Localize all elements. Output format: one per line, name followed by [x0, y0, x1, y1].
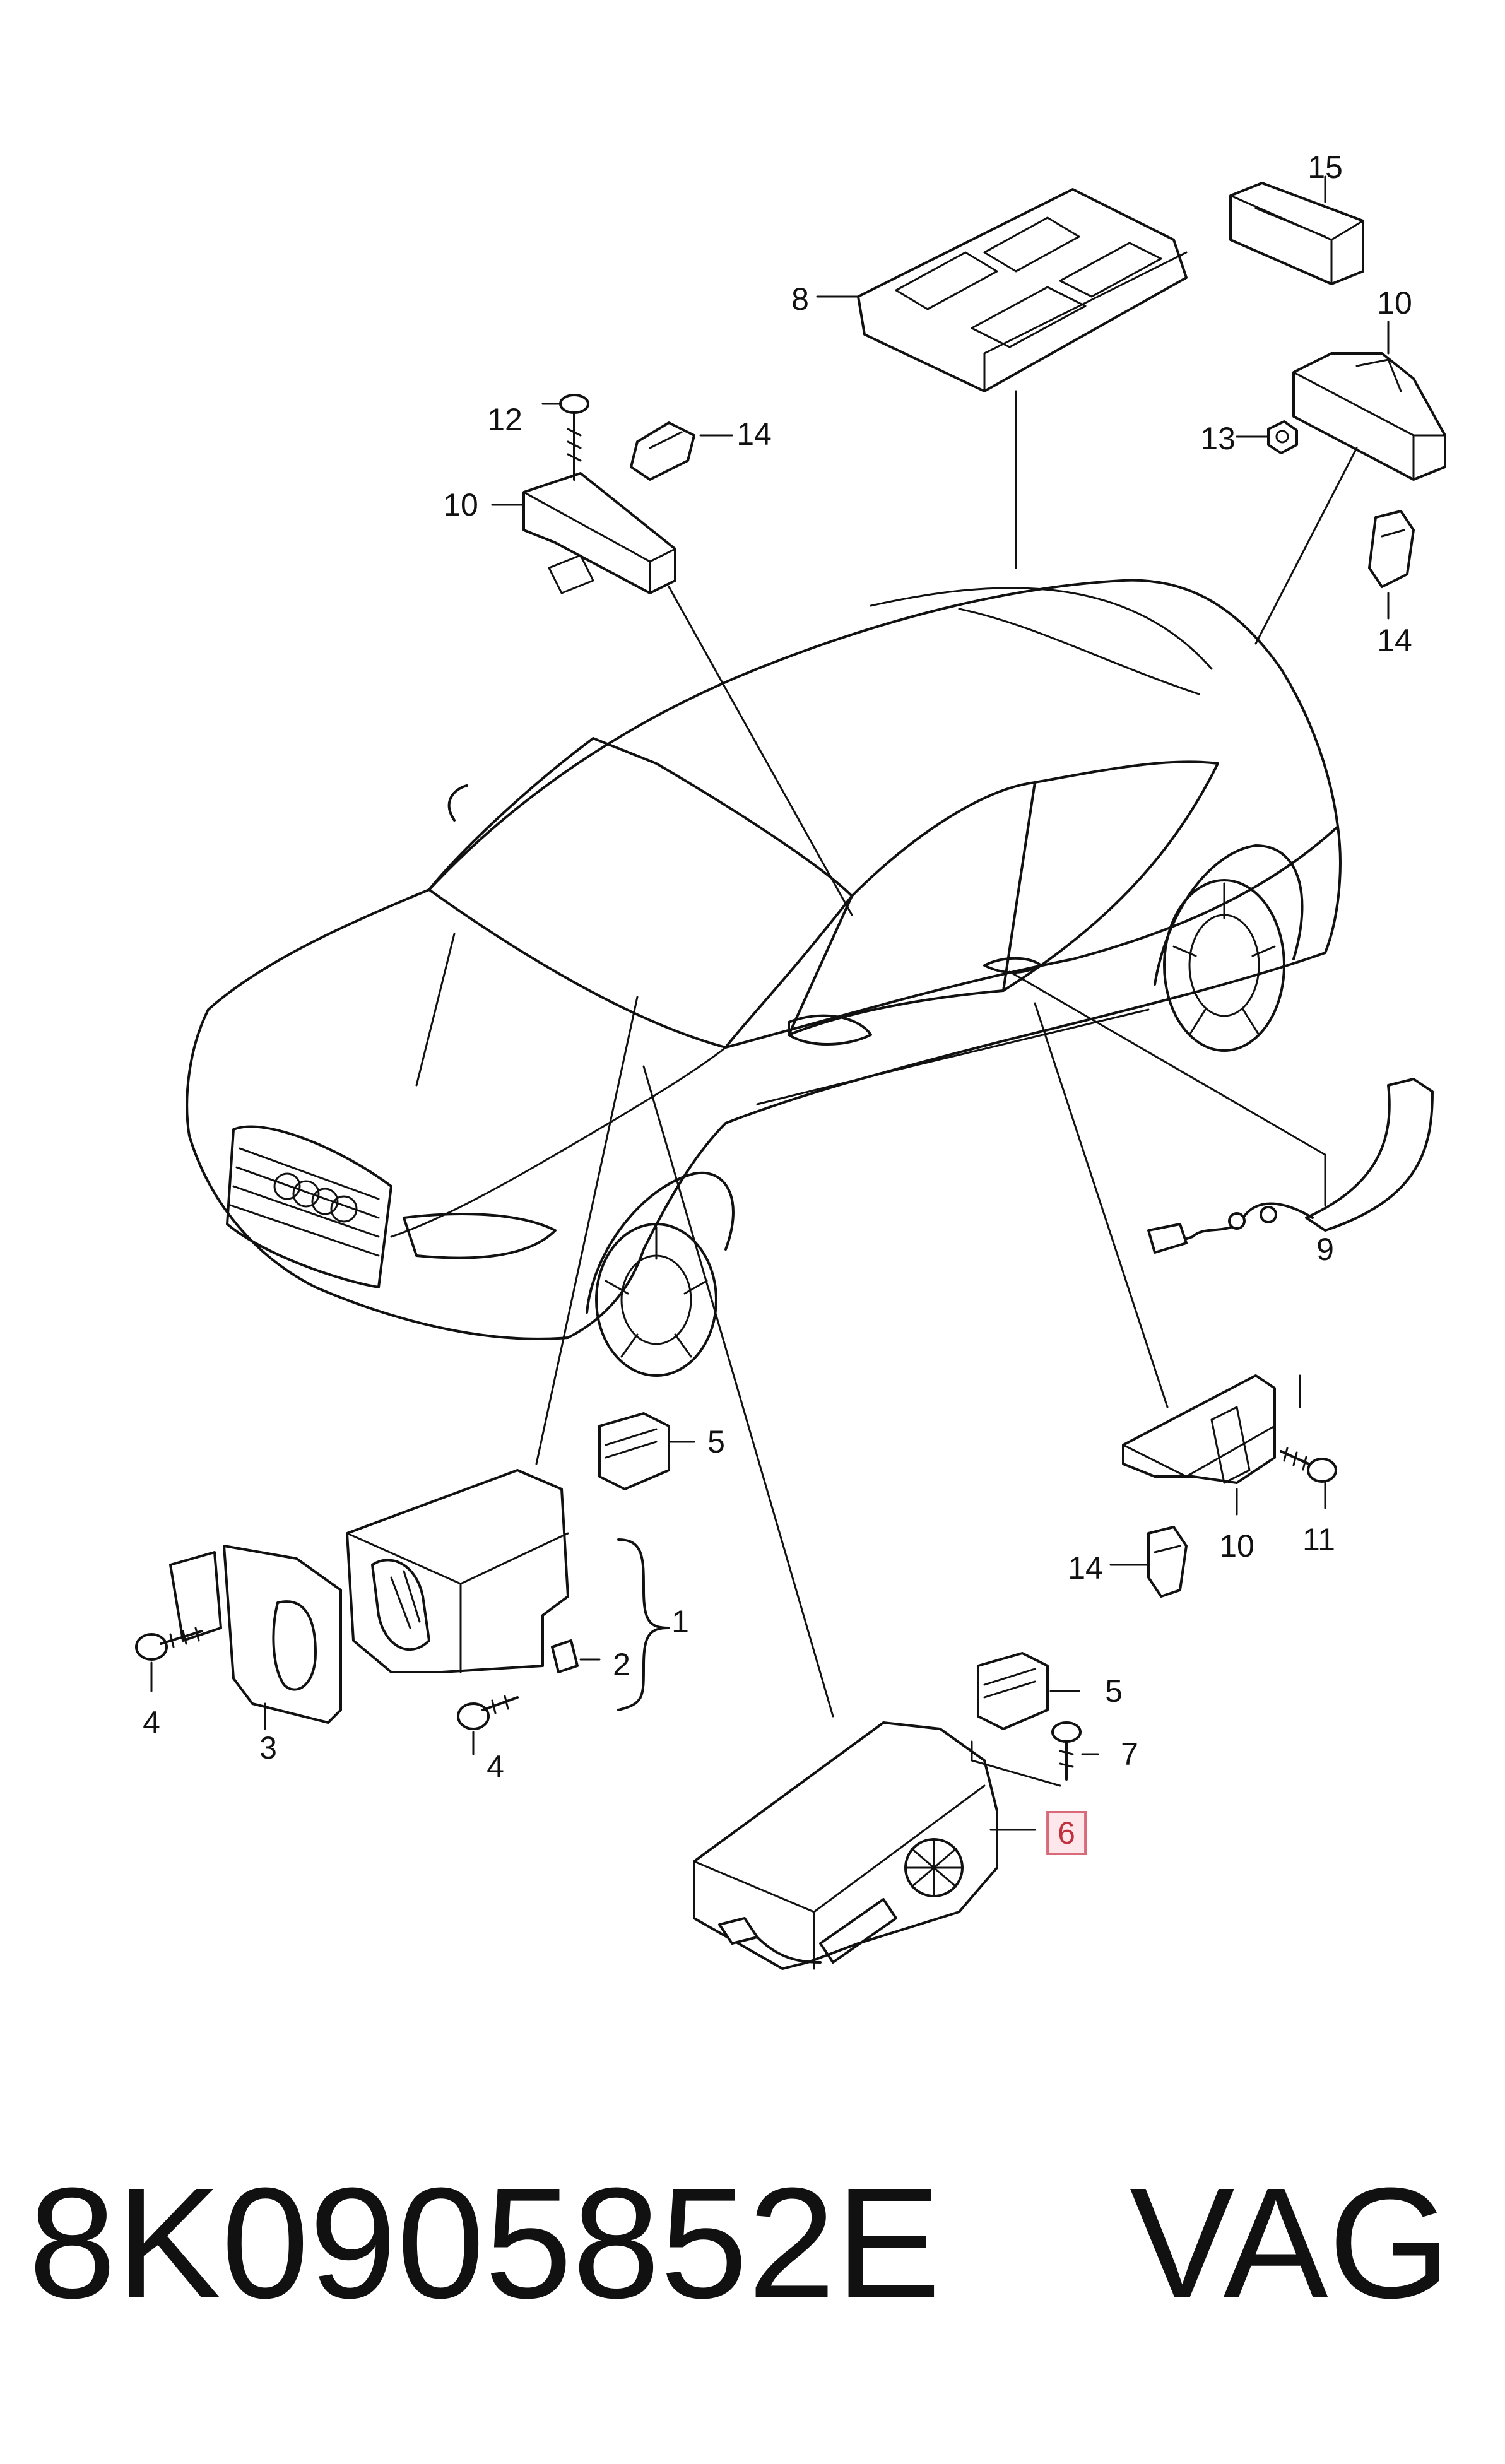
- callout-12: 12: [487, 402, 522, 437]
- bracket-part-10a: [522, 472, 676, 594]
- screw-part-4b: [457, 1695, 519, 1730]
- part-15: [1229, 182, 1364, 285]
- handle-part-9: [1147, 1078, 1434, 1254]
- nut-part-13: [1267, 420, 1298, 454]
- callout-14-top: 14: [736, 416, 772, 452]
- callout-4-left: 4: [143, 1705, 160, 1740]
- connector-part-5b: [977, 1652, 1049, 1730]
- clip-part-2: [551, 1639, 579, 1673]
- part-number-caption: 8K0905852E: [28, 2155, 941, 2331]
- callout-10-top-right: 10: [1377, 285, 1412, 321]
- brace-part-1: [617, 1538, 670, 1711]
- control-unit-assembly-1: [346, 1469, 569, 1673]
- connector-part-14a: [630, 421, 695, 481]
- callout-9: 9: [1316, 1232, 1334, 1267]
- brand-caption: VAG: [1130, 2155, 1451, 2331]
- cover-part-3: [169, 1545, 342, 1724]
- screw-part-7: [1051, 1721, 1082, 1781]
- callout-6-highlighted[interactable]: 6: [1046, 1811, 1087, 1855]
- callout-2: 2: [613, 1647, 630, 1682]
- callout-10-top-left: 10: [443, 487, 478, 522]
- callout-11: 11: [1302, 1522, 1335, 1557]
- callout-1: 1: [671, 1604, 689, 1639]
- car-illustration: [186, 579, 1342, 1377]
- module-part-8: [857, 188, 1188, 392]
- callout-10-bottom: 10: [1219, 1528, 1254, 1564]
- callout-8: 8: [791, 281, 809, 317]
- callout-15: 15: [1307, 150, 1343, 185]
- control-unit-part-6: [693, 1721, 998, 1970]
- callout-5-right: 5: [1105, 1673, 1123, 1709]
- bracket-part-10c: [1122, 1374, 1276, 1484]
- bracket-part-10b: [1292, 352, 1446, 481]
- callout-7: 7: [1121, 1736, 1138, 1772]
- callout-3: 3: [259, 1730, 277, 1765]
- leader-lines: [150, 175, 1390, 1831]
- connector-part-14c: [1147, 1526, 1188, 1598]
- callout-13: 13: [1200, 421, 1236, 456]
- screw-part-4a: [135, 1627, 203, 1661]
- callout-14-right: 14: [1377, 623, 1412, 658]
- callout-4-right: 4: [487, 1749, 504, 1784]
- screw-part-11: [1280, 1447, 1337, 1483]
- callout-14-bottom: 14: [1068, 1550, 1103, 1586]
- connector-part-5a: [598, 1412, 670, 1490]
- callout-5-left: 5: [707, 1424, 725, 1459]
- connector-part-14b: [1368, 510, 1415, 588]
- screw-part-12: [559, 394, 589, 481]
